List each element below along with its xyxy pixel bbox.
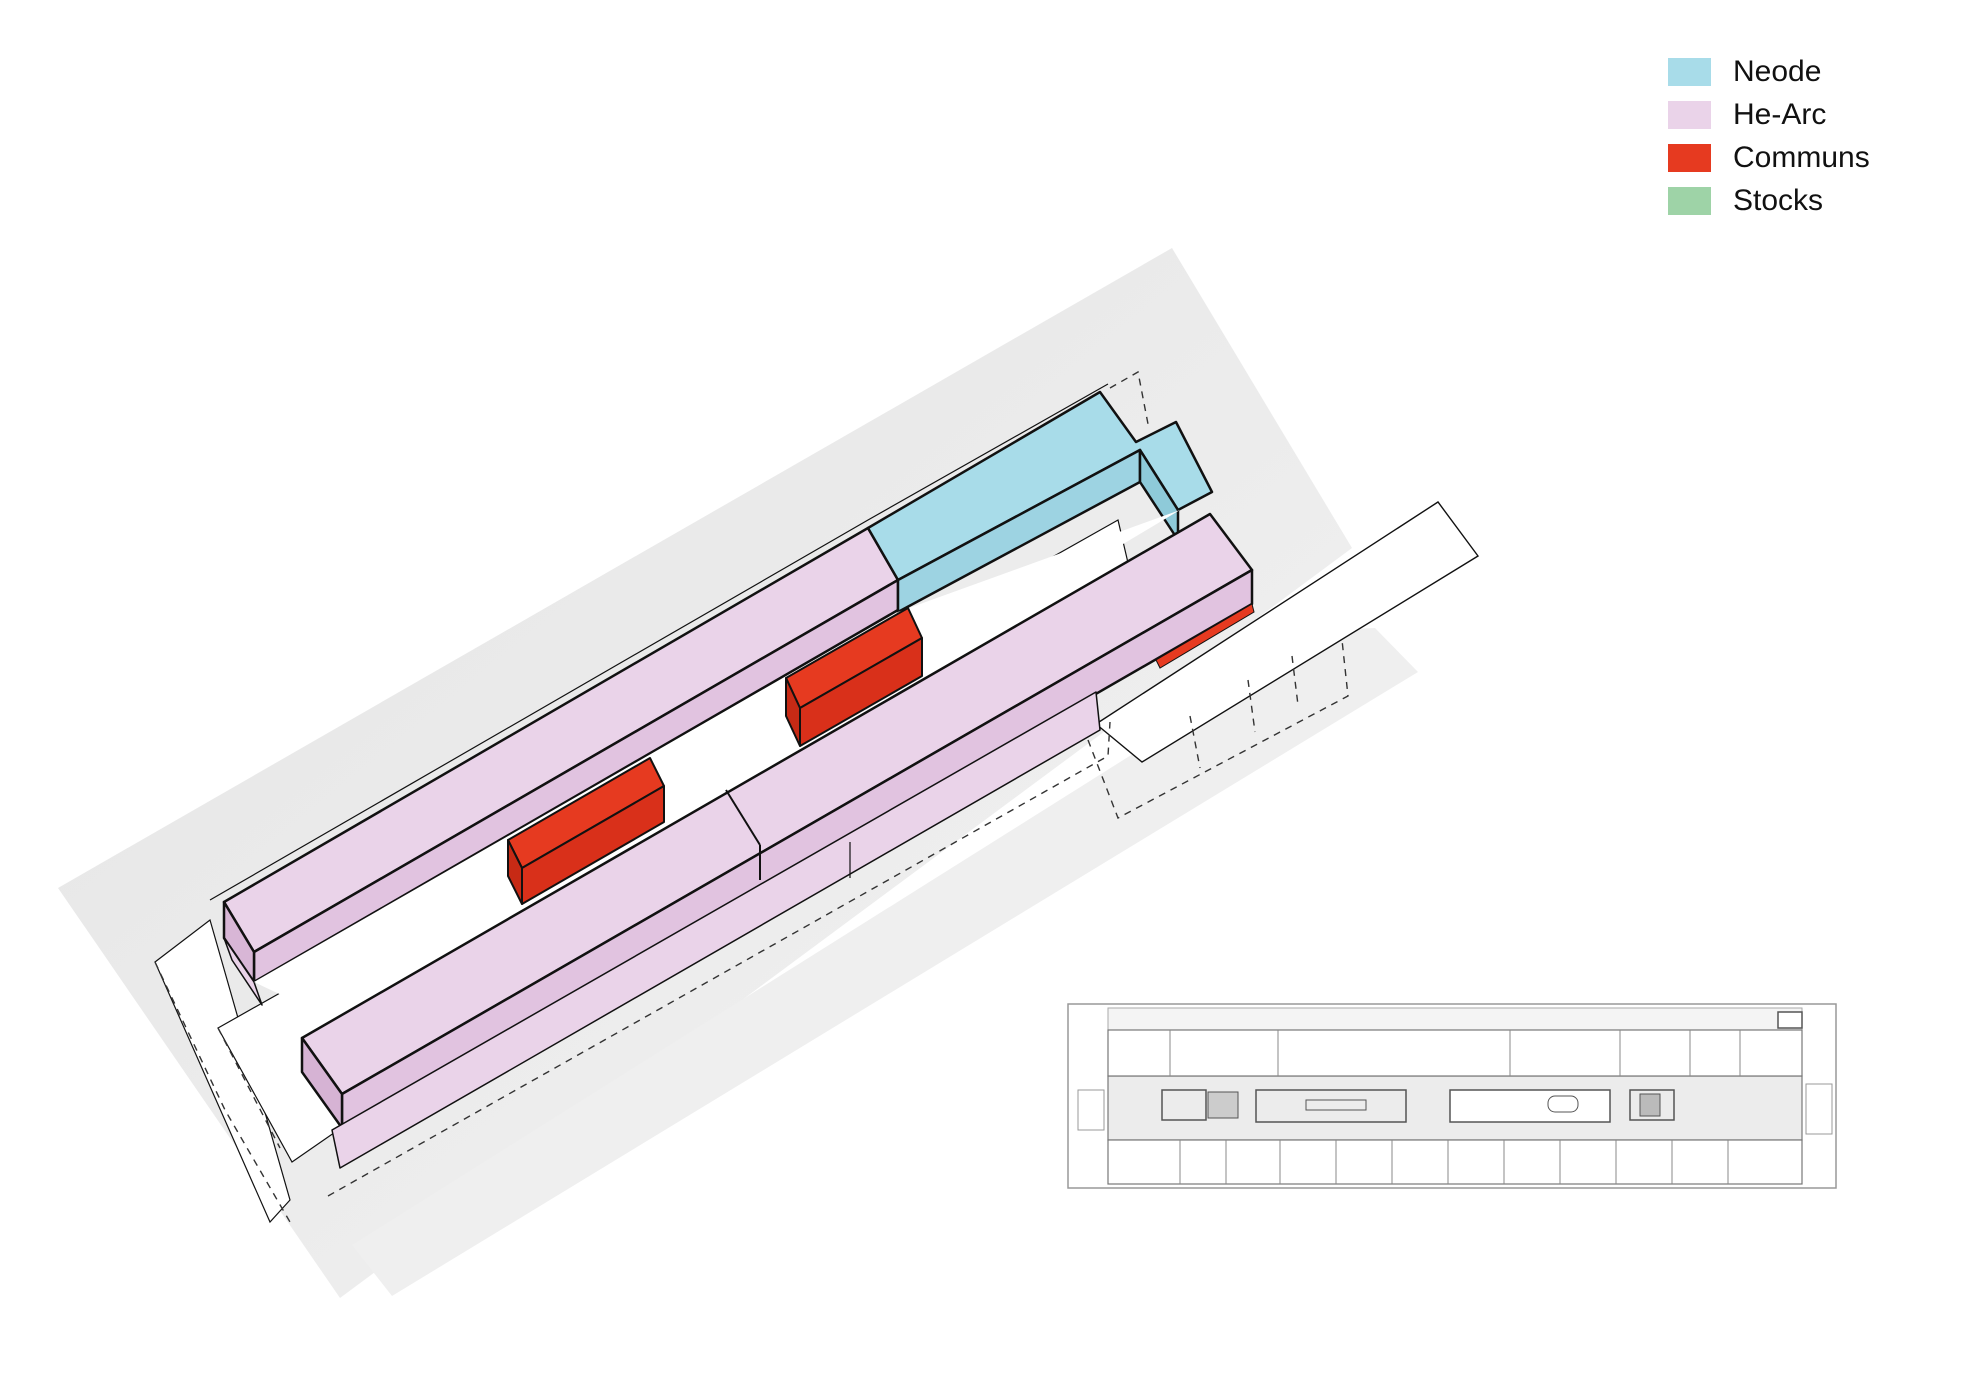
dashed-outlines [154,370,1349,1223]
communs-block-2 [785,607,923,747]
he-arc-lower-band [223,937,263,1006]
legend-label: Neode [1733,54,1822,88]
legend-label: Communs [1733,140,1870,174]
neode-block [866,390,1214,614]
floor-plan [1067,1003,1837,1189]
communs-2-end [785,677,801,747]
site-shadow-annex [352,628,1418,1296]
legend-item-communs: Communs [1668,136,1870,179]
roof-outline [209,383,1109,901]
legend-item-stocks: Stocks [1668,179,1870,222]
communs-block-1 [507,757,665,905]
communs-1-end [507,839,523,905]
legend-item-he-arc: He-Arc [1668,93,1870,136]
legend-label: Stocks [1733,183,1824,217]
he-arc-front-lower-side [331,691,1101,1169]
legend-swatch [1668,57,1711,86]
annex-slab [1094,501,1480,763]
legend-swatch [1668,186,1711,215]
legend: Neode He-Arc Communs Stocks [1668,50,1870,222]
communs-strip [1155,603,1255,669]
legend-item-neode: Neode [1668,50,1870,93]
base-slab-left [154,918,291,1224]
courtyard [254,510,1180,1018]
he-arc-block-front [300,512,1254,1169]
floor-plan-top-strip [1107,1007,1803,1031]
legend-swatch [1668,143,1711,172]
legend-label: He-Arc [1733,97,1827,131]
legend-swatch [1668,100,1711,129]
